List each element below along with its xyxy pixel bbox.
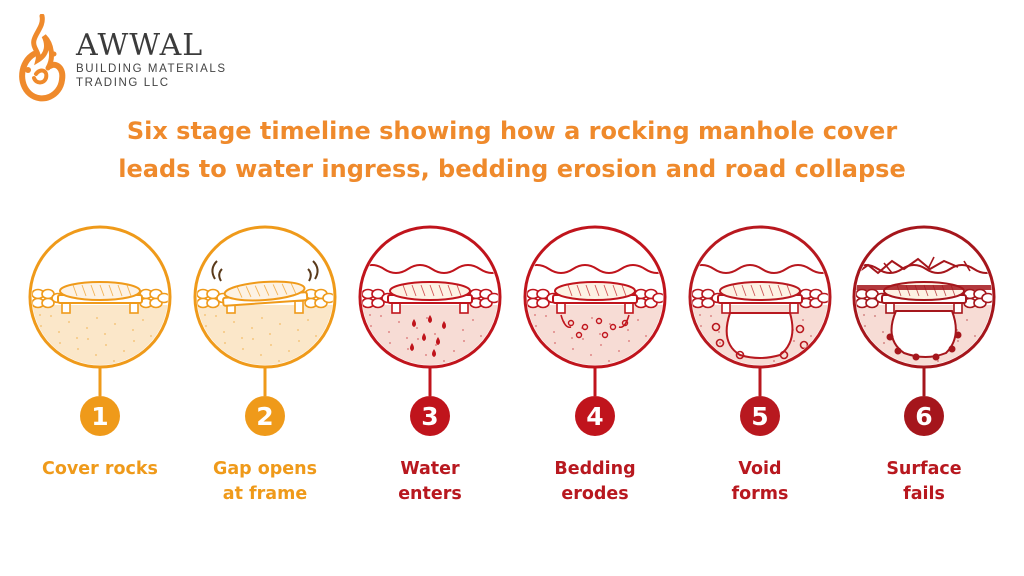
stage-4-number: 4 [586,402,603,431]
soil-layer [856,305,992,365]
stage-1-number: 1 [91,402,108,431]
stage-6-label-line2: fails [903,484,945,504]
brand-subtitle-line1: BUILDING MATERIALS [76,63,227,75]
stage-4-ring [523,225,667,369]
page-title-line1: Six stage timeline showing how a rocking… [126,117,898,145]
water-drop [442,321,446,329]
sunken-layer [856,285,992,290]
stage-2-node [245,396,285,436]
road-surface [527,264,663,274]
stage-2-label-line1: Gap opens [212,459,318,479]
void-cavity [890,310,957,358]
stage-5-illustration: 5 [688,225,832,436]
eroded-grain [609,323,617,331]
rubble [886,333,894,341]
stage-6-ring [852,225,996,369]
brand-logo: AWWAL BUILDING MATERIALS TRADING LLC [14,14,227,104]
stage-1-label: Cover rocks [20,457,180,482]
stage-1-node [80,396,120,436]
manhole-cover [387,281,473,304]
stage-3-label: Water enters [350,457,510,507]
stage-2-ring [193,225,337,369]
stage-6-label-line1: Surface [886,459,962,479]
water-drop [432,349,436,357]
water-drop [428,315,432,323]
water-drop [422,333,426,341]
loose-stone [715,338,725,348]
loose-stone [735,350,745,360]
stage-4-label: Bedding erodes [515,457,675,507]
loose-stone [779,350,789,360]
water-drop [412,319,416,327]
stage-2-label-line2: at frame [222,484,308,504]
loose-stone [799,340,809,350]
rubble [948,345,956,353]
soil-layer [197,305,333,365]
stage-6-number: 6 [915,402,932,431]
void-cavity [725,312,794,359]
stage-4-label-line2: erodes [561,484,629,504]
stage-5-ring [688,225,832,369]
stage-6-label: Surface fails [844,457,1004,507]
motion-arc-right [312,260,319,280]
manhole-cover [881,281,967,304]
stage-3-node [410,396,450,436]
stage-3-label-line1: Water [400,459,460,479]
brand-name: AWWAL [76,28,204,63]
flame-logo-icon [19,14,66,102]
loose-stone [795,324,805,334]
water-drop [436,337,440,345]
soil-layer [692,305,828,365]
page-title: Six stage timeline showing how a rocking… [0,112,1024,188]
stage-3-illustration: 3 [358,225,502,436]
eroded-grain [581,323,589,331]
eroded-grain [567,319,575,327]
manhole-cover [57,281,143,304]
rubble [932,353,940,361]
eroded-grain [621,319,629,327]
stage-3-label-line2: enters [398,484,462,504]
stage-3-ring [358,225,502,369]
stage-3-number: 3 [421,402,438,431]
page-title-line2: leads to water ingress, bedding erosion … [118,155,906,183]
stage-4-label-line1: Bedding [554,459,636,479]
soil-layer [32,305,168,365]
stage-6-node [904,396,944,436]
cracked-surface [856,257,959,276]
rubble [912,353,920,361]
stage-5-label: Void forms [680,457,840,507]
manhole-cover [222,280,309,307]
stage-5-node [740,396,780,436]
eroded-grain [575,331,583,339]
stage-2-label: Gap opens at frame [185,457,345,507]
stage-5-label-line2: forms [731,484,789,504]
stage-6-illustration: 6 [852,225,996,436]
eroded-grain [595,317,603,325]
soil-layer [362,305,498,365]
stage-2-number: 2 [256,402,273,431]
stage-1-label-line1: Cover rocks [42,459,158,479]
rubble [894,347,902,355]
stage-2-illustration: 2 [193,225,337,436]
stage-4-illustration: 4 [523,225,667,436]
stage-1-illustration: 1 [28,225,172,436]
stage-5-label-line1: Void [738,459,782,479]
manhole-cover [717,281,803,304]
road-surface [692,264,828,274]
loose-stone [711,322,721,332]
road-surface [362,264,498,274]
rubble [954,331,962,339]
stage-4-node [575,396,615,436]
stage-1-ring [28,225,172,369]
manhole-cover [552,281,638,304]
eroded-grain [601,331,609,339]
motion-arc-left [211,260,218,280]
brand-subtitle-line2: TRADING LLC [76,77,170,89]
road-surface [856,264,992,274]
water-drop [410,343,414,351]
stage-5-number: 5 [751,402,768,431]
soil-layer [527,305,663,365]
